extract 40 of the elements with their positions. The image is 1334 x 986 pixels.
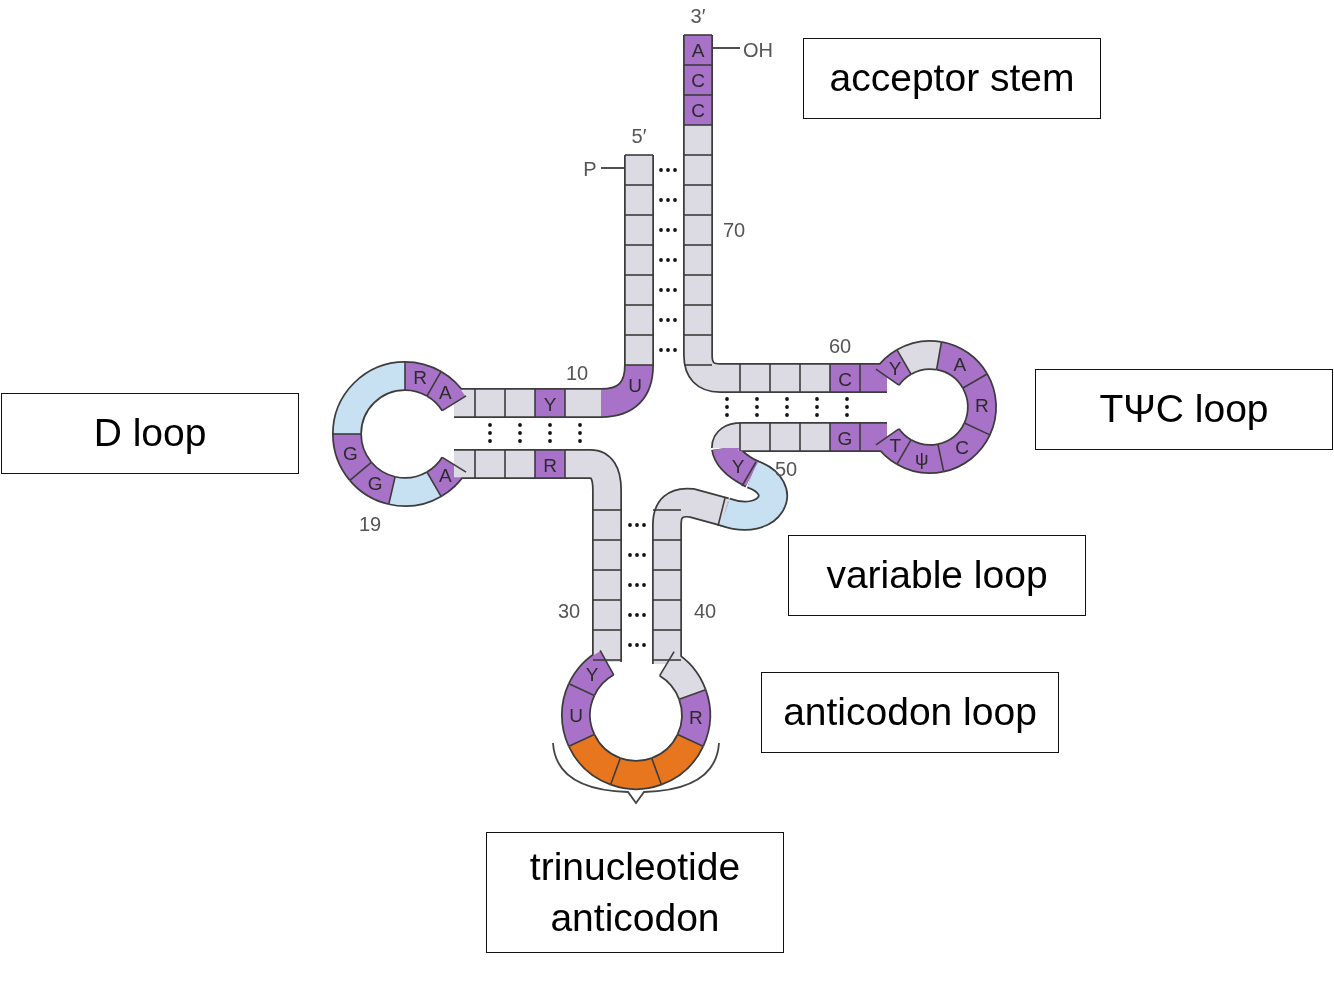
nucleotide-letter: Y — [731, 455, 745, 477]
end-label: 5′ — [631, 125, 647, 147]
callout-label: D loop — [1, 393, 299, 474]
position-number: 30 — [557, 600, 581, 622]
callout-label: variable loop — [788, 535, 1086, 616]
nucleotide-letter: R — [689, 706, 703, 728]
nucleotide-letter: ψ — [915, 447, 929, 469]
nucleotide-letter: U — [628, 374, 642, 396]
nucleotide-letter: A — [438, 465, 452, 487]
nucleotide-letter: R — [413, 367, 427, 389]
position-number: 70 — [722, 219, 746, 241]
nucleotide-letter: G — [837, 427, 853, 449]
callout-label: anticodon loop — [761, 672, 1059, 753]
nucleotide-letter: C — [691, 99, 705, 121]
nucleotide-letter: A — [438, 381, 452, 403]
nucleotide-letter: A — [691, 39, 705, 61]
nucleotide-letter: G — [367, 473, 383, 495]
position-number: 50 — [774, 458, 798, 480]
nucleotide-letter: T — [889, 435, 901, 457]
end-group-label: OH — [743, 39, 773, 61]
end-group-label: P — [583, 158, 597, 180]
callout-label: acceptor stem — [803, 38, 1101, 119]
nucleotide-letter: Y — [543, 393, 557, 415]
position-number: 60 — [828, 335, 852, 357]
end-label: 3′ — [690, 5, 706, 27]
nucleotide-letter: G — [343, 443, 358, 465]
callout-label: trinucleotide anticodon — [486, 832, 784, 953]
nucleotide-letter: R — [975, 394, 989, 416]
position-number: 10 — [565, 362, 589, 384]
nucleotide-letter: C — [691, 69, 705, 91]
nucleotide-letter: C — [838, 368, 852, 390]
position-number: 19 — [358, 513, 382, 535]
nucleotide-letter: Y — [888, 357, 902, 379]
callout-label: TΨC loop — [1035, 369, 1333, 450]
position-number: 40 — [693, 600, 717, 622]
nucleotide-letter: U — [569, 704, 583, 726]
nucleotide-letter: C — [955, 437, 969, 459]
nucleotide-letter: Y — [585, 663, 599, 685]
nucleotide-letter: A — [953, 353, 967, 375]
nucleotide-letter: R — [543, 454, 557, 476]
